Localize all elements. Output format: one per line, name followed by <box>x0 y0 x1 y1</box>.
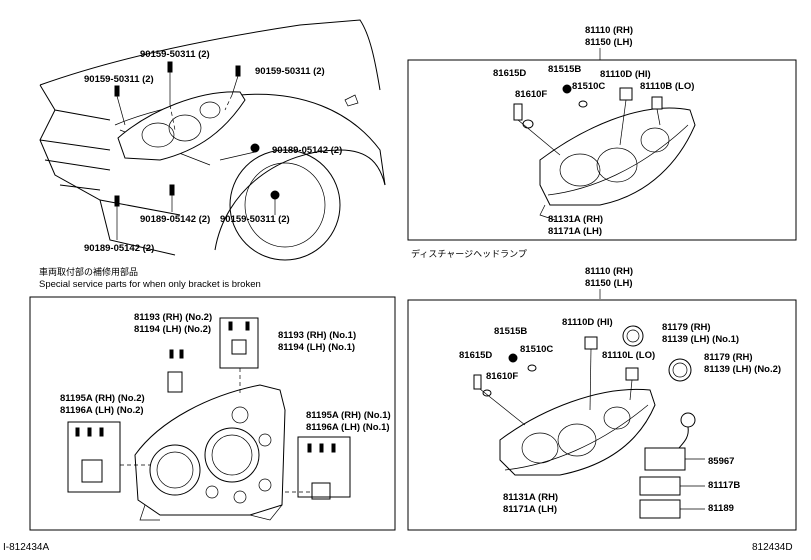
discharge-label-10: 81610F <box>486 371 518 382</box>
halogen-label-8: 81171A (LH) <box>548 226 602 237</box>
headlamp-rear-housing <box>134 384 331 521</box>
vehicle-label-2: 90159-50311 (2) <box>84 74 154 85</box>
halogen-label-2: 81515B <box>548 64 581 75</box>
special-note-en: Special service parts for when only brac… <box>39 279 261 290</box>
discharge-headlamp-box <box>407 299 797 531</box>
bracket-parts-box <box>29 296 396 531</box>
discharge-label-4: 81139 (LH) (No.1) <box>662 334 739 345</box>
vehicle-label-6: 90159-50311 (2) <box>220 214 290 225</box>
discharge-label-3: 81179 (RH) <box>662 322 711 333</box>
discharge-label-8: 81179 (RH) <box>704 352 753 363</box>
vehicle-label-5: 90189-05142 (2) <box>140 214 210 225</box>
halogen-label-4: 81610F <box>515 89 547 100</box>
discharge-label-14: 81117B <box>708 480 740 491</box>
halogen-headlamp-box <box>407 59 797 241</box>
halogen-label-5: 81510C <box>572 81 605 92</box>
top-lh-label: 81150 (LH) <box>585 37 633 48</box>
discharge-label-5: 81615D <box>459 350 492 361</box>
vehicle-label-4: 90189-05142 (2) <box>272 145 342 156</box>
halogen-label-7: 81131A (RH) <box>548 214 603 225</box>
halogen-headlamp-illustration <box>513 84 696 221</box>
halogen-label-6: 81110B (LO) <box>640 81 694 92</box>
bracket-label-5: 81195A (RH) (No.2) <box>60 393 145 404</box>
vehicle-label-7: 90189-05142 (2) <box>84 243 154 254</box>
halogen-label-1: 81615D <box>493 68 526 79</box>
special-note-jp: 車両取付部の補修用部品 <box>39 266 138 277</box>
discharge-label-7: 81110L (LO) <box>602 350 655 361</box>
figure-code-right: 812434D <box>752 542 793 553</box>
bracket-label-1: 81193 (RH) (No.2) <box>134 312 212 323</box>
bracket-label-4: 81194 (LH) (No.1) <box>278 342 355 353</box>
bracket-label-6: 81196A (LH) (No.2) <box>60 405 144 416</box>
bracket-no1-top-box <box>219 317 259 369</box>
discharge-headlamp-illustration <box>473 325 705 519</box>
mid-lh-label: 81150 (LH) <box>585 278 633 289</box>
discharge-label-6: 81510C <box>520 344 553 355</box>
discharge-label-11: 85967 <box>708 456 734 467</box>
vehicle-front-illustration <box>39 19 386 261</box>
top-rh-label: 81110 (RH) <box>585 25 633 36</box>
discharge-label-13: 81171A (LH) <box>503 504 557 515</box>
discharge-label-9: 81139 (LH) (No.2) <box>704 364 781 375</box>
halogen-label-3: 81110D (HI) <box>600 69 651 80</box>
discharge-label-1: 81515B <box>494 326 527 337</box>
discharge-label-12: 81131A (RH) <box>503 492 558 503</box>
vehicle-label-1: 90159-50311 (2) <box>140 49 210 60</box>
discharge-headlamp-title: ディスチャージヘッドランプ <box>411 248 527 259</box>
bracket-label-2: 81194 (LH) (No.2) <box>134 324 211 335</box>
bracket-label-3: 81193 (RH) (No.1) <box>278 330 356 341</box>
figure-code-left: I-812434A <box>3 542 49 553</box>
bracket-no1-right-box <box>297 436 351 498</box>
discharge-label-2: 81110D (HI) <box>562 317 613 328</box>
bracket-label-8: 81196A (LH) (No.1) <box>306 422 390 433</box>
bracket-label-7: 81195A (RH) (No.1) <box>306 410 391 421</box>
vehicle-label-3: 90159-50311 (2) <box>255 66 325 77</box>
bracket-no2-left-box <box>67 421 121 493</box>
discharge-label-15: 81189 <box>708 503 734 514</box>
mid-rh-label: 81110 (RH) <box>585 266 633 277</box>
